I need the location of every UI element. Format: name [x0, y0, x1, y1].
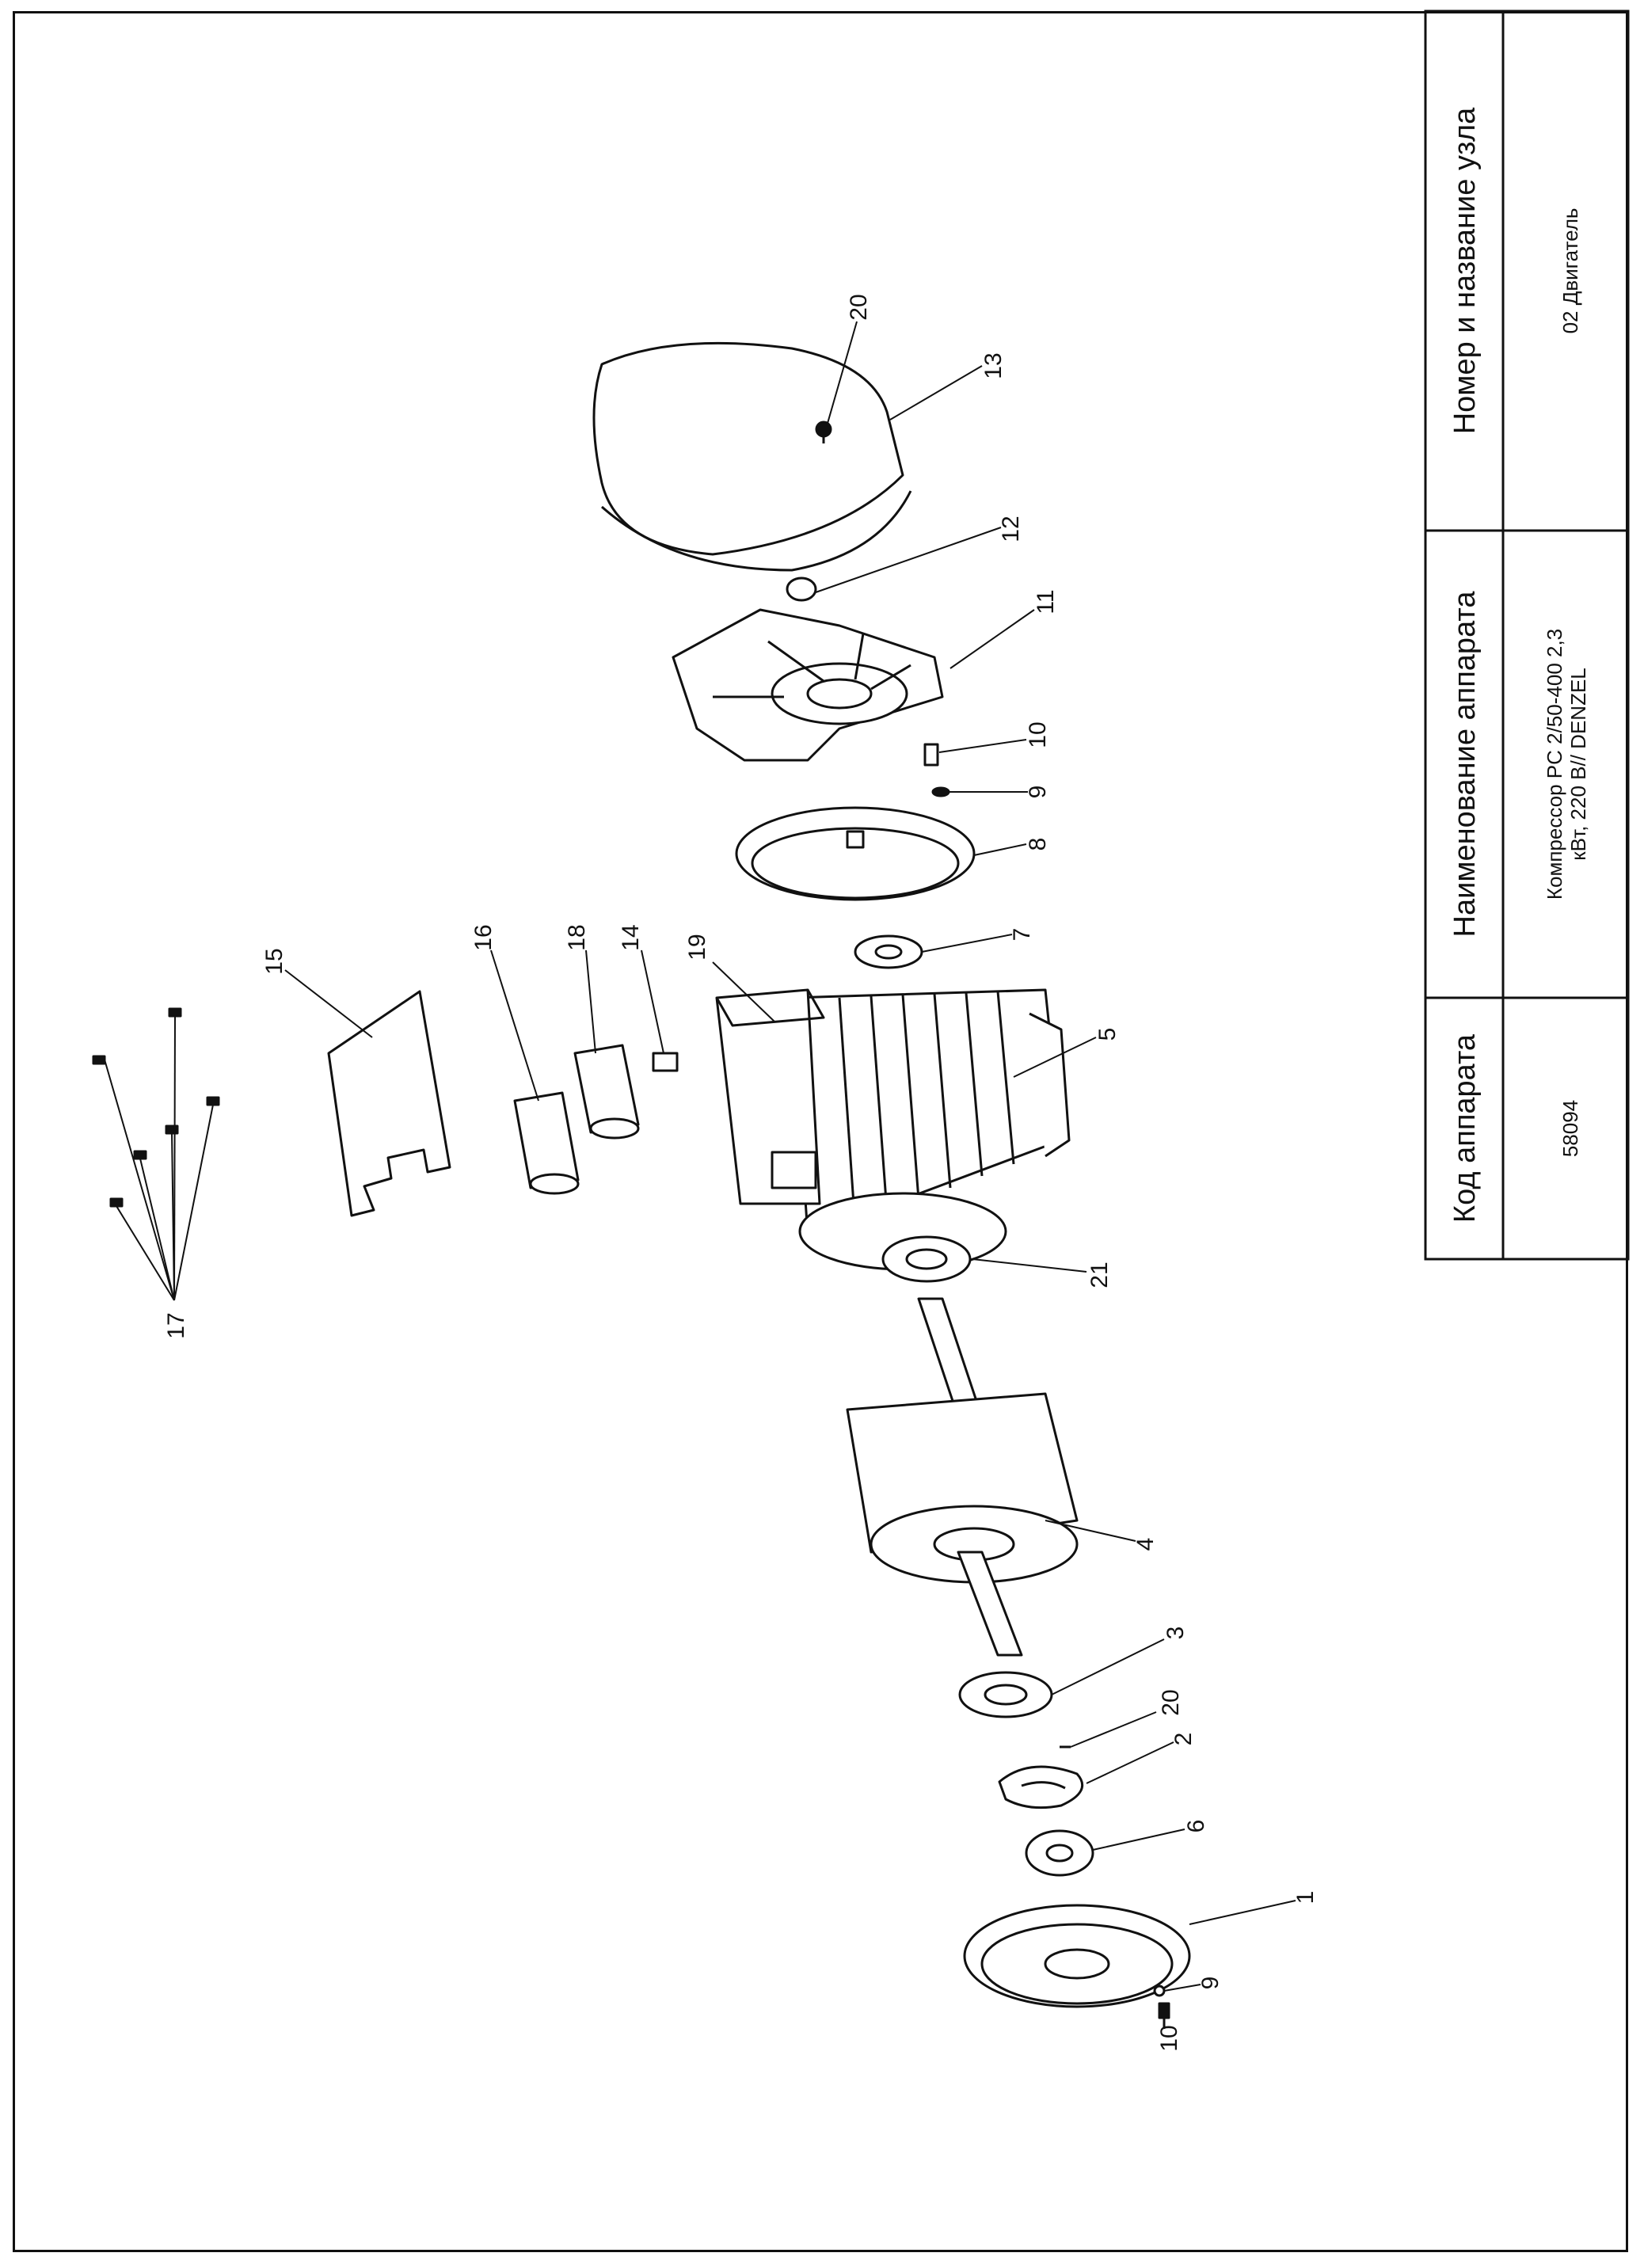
callout-10-upper: 10	[1025, 721, 1051, 748]
part-fan-impeller	[672, 608, 944, 762]
device-value-line1: Компрессор PC 2/50-400 2,3	[1543, 629, 1566, 900]
device-value-line2: кВт, 220 В// DENZEL	[1566, 668, 1590, 861]
callout-1: 1	[1292, 1891, 1319, 1905]
callout-21: 21	[1086, 1261, 1113, 1288]
leader-lines	[284, 321, 1296, 1992]
callout-2: 2	[1170, 1733, 1197, 1746]
part-fan-cover	[592, 341, 912, 572]
callout-12: 12	[998, 516, 1024, 542]
part-screw-10-upper	[923, 743, 939, 767]
code-header: Код аппарата	[1448, 1033, 1482, 1223]
part-screw-10-lower	[1158, 2002, 1170, 2029]
part-screws-17	[92, 1007, 220, 1208]
callout-labels: 20 13 12 11 10 9 8 7 5 19 14 18 16 15 17…	[163, 294, 1319, 2051]
part-bearing-21	[881, 1235, 972, 1283]
callout-20-lower: 20	[1158, 1689, 1184, 1715]
callout-6: 6	[1183, 1820, 1209, 1833]
callout-9-upper: 9	[1025, 786, 1051, 799]
callout-13: 13	[980, 352, 1007, 379]
callout-18: 18	[564, 924, 590, 950]
part-capacitor-16	[513, 1091, 580, 1195]
title-block	[1424, 10, 1630, 1261]
part-end-shield-front	[963, 1904, 1191, 2008]
part-rotor	[846, 1297, 1079, 1657]
part-12-washer	[786, 577, 817, 602]
callout-4: 4	[1132, 1538, 1159, 1551]
part-bearing-3	[958, 1671, 1053, 1718]
callout-7: 7	[1009, 928, 1035, 942]
part-seal-ring	[854, 934, 923, 969]
part-centrifugal-switch	[1025, 1829, 1094, 1877]
callout-3: 3	[1163, 1627, 1189, 1640]
unit-value: 02 Двигатель	[1558, 208, 1582, 334]
code-value: 58094	[1558, 1100, 1582, 1157]
callout-5: 5	[1094, 1028, 1121, 1041]
callout-9-lower: 9	[1197, 1977, 1223, 1990]
callout-16: 16	[470, 924, 497, 950]
unit-header: Номер и название узла	[1448, 107, 1482, 434]
part-clamp	[998, 1765, 1084, 1809]
callout-14: 14	[618, 924, 644, 950]
part-cover-plate	[327, 990, 451, 1217]
callout-19: 19	[684, 934, 710, 960]
callout-8: 8	[1025, 838, 1051, 851]
part-end-shield-rear	[735, 806, 976, 901]
callout-20-upper: 20	[846, 294, 872, 320]
part-stator-housing	[790, 988, 1071, 1271]
device-header: Наименование аппарата	[1448, 591, 1482, 938]
part-14-clip	[652, 1052, 679, 1072]
part-terminal-box	[715, 988, 825, 1205]
callout-11: 11	[1033, 589, 1059, 614]
callout-10-lower: 10	[1156, 2025, 1182, 2051]
part-capacitor-18	[573, 1044, 640, 1140]
callout-17: 17	[163, 1312, 189, 1338]
callout-15: 15	[261, 948, 287, 974]
part-washer-9-upper	[931, 786, 950, 797]
part-washer-9-lower	[1153, 1984, 1166, 1997]
